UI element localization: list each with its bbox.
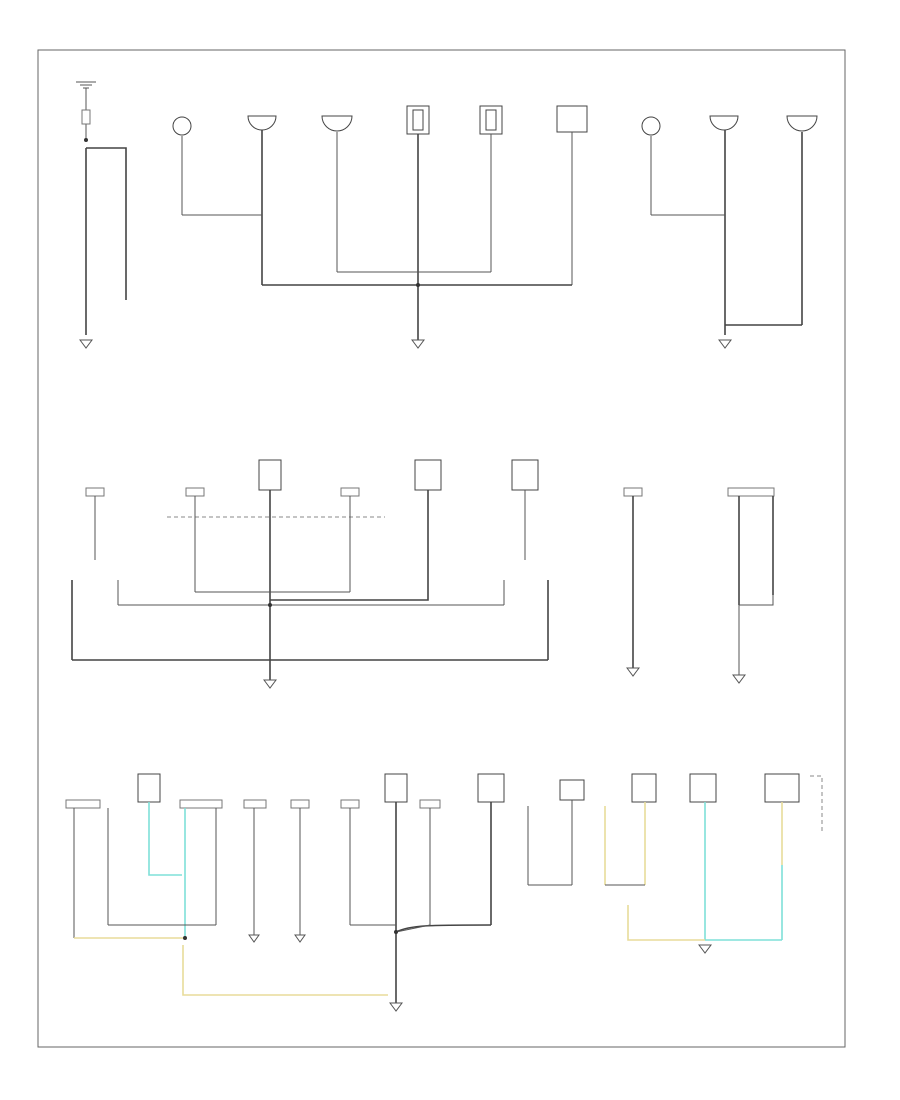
ground-arrow-mid-right bbox=[732, 674, 746, 684]
ground-arrow-top-left bbox=[79, 339, 93, 349]
middle-section bbox=[71, 459, 775, 689]
bottom-module-4 bbox=[559, 779, 585, 801]
bottom-module-2 bbox=[384, 773, 408, 803]
ground-arrow-bottom-right bbox=[698, 944, 712, 954]
mid-connector-2 bbox=[185, 487, 205, 497]
ground-arrow-mid-left bbox=[263, 679, 277, 689]
ground-symbol-top bbox=[76, 81, 96, 89]
bottom-connector-6 bbox=[419, 799, 441, 809]
mid-module-1 bbox=[258, 459, 282, 491]
mid-connector-1 bbox=[85, 487, 105, 497]
lamp-left-2 bbox=[247, 115, 277, 131]
ground-arrow-top-right bbox=[718, 339, 732, 349]
lamp-right-3 bbox=[786, 115, 818, 132]
bottom-connector-5 bbox=[340, 799, 360, 809]
bottom-module-1 bbox=[137, 773, 161, 803]
top-left-connector bbox=[81, 109, 91, 125]
lamp-right-2 bbox=[709, 115, 739, 131]
bottom-module-5 bbox=[631, 773, 657, 803]
bottom-module-6 bbox=[689, 773, 717, 803]
ground-arrow-top-center bbox=[411, 339, 425, 349]
bottom-connector-1 bbox=[65, 799, 101, 809]
bottom-connector-3 bbox=[243, 799, 267, 809]
bottom-connector-2 bbox=[179, 799, 223, 809]
mid-connector-5 bbox=[727, 487, 775, 497]
lamp-right-1 bbox=[641, 116, 661, 136]
lamp-left-3 bbox=[321, 115, 353, 132]
mid-module-2 bbox=[414, 459, 442, 491]
bottom-connector-4 bbox=[290, 799, 310, 809]
mid-connector-3 bbox=[340, 487, 360, 497]
ground-arrow-mid-center bbox=[626, 667, 640, 677]
diagram-frame bbox=[37, 49, 846, 1048]
mid-module-3 bbox=[511, 459, 539, 491]
bottom-module-3 bbox=[477, 773, 505, 803]
top-section bbox=[76, 81, 818, 349]
mid-connector-4 bbox=[623, 487, 643, 497]
ground-arrow-bottom-center bbox=[389, 1002, 403, 1012]
component-box-3 bbox=[556, 105, 588, 133]
bottom-section bbox=[65, 773, 823, 1012]
lamp-left-1 bbox=[172, 116, 192, 136]
bottom-module-7 bbox=[764, 773, 800, 803]
